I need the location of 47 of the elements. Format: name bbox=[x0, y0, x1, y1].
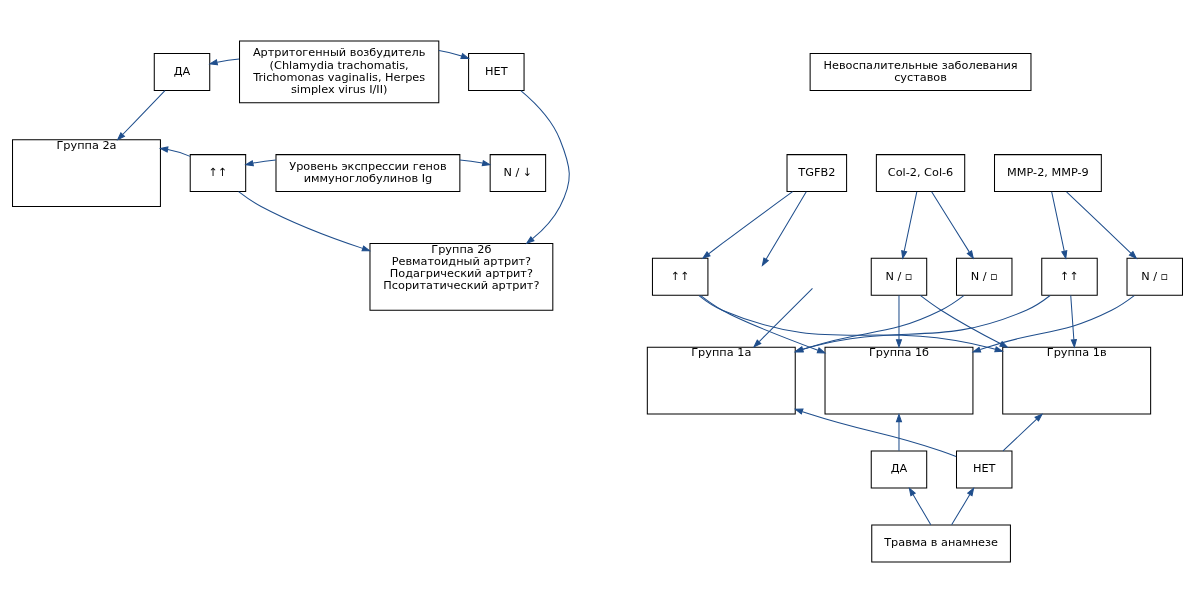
arrow bbox=[701, 191, 794, 260]
arrow bbox=[761, 191, 807, 267]
node-box: ДА bbox=[870, 450, 928, 489]
node-box: N / ▫ bbox=[956, 257, 1013, 296]
node-box: N / ↓ bbox=[489, 154, 547, 193]
arrow bbox=[244, 159, 277, 167]
arrow bbox=[459, 159, 492, 167]
node-box: Группа 1в bbox=[1002, 346, 1152, 415]
node-box: N / ▫ bbox=[870, 257, 928, 296]
arrow bbox=[1066, 191, 1138, 260]
arrow bbox=[520, 90, 570, 245]
arrow bbox=[1070, 295, 1078, 349]
arrow bbox=[116, 90, 166, 141]
arrow bbox=[1002, 413, 1044, 452]
node-box: Травма в анамнезе bbox=[871, 524, 1011, 563]
node-box: N / ▫ bbox=[1126, 257, 1183, 296]
arrow bbox=[919, 294, 1009, 348]
node-box: Артритогенный возбудитель (Chlamydia trachomatis, Trichomonas vaginalis, Herpes simplex virus I/II) bbox=[239, 40, 440, 104]
node-box: ↑↑ bbox=[189, 154, 247, 193]
node-box: Группа 2а bbox=[12, 139, 161, 207]
arrow bbox=[752, 287, 813, 348]
arrow bbox=[438, 49, 470, 59]
arrow bbox=[901, 191, 918, 260]
node-box: НЕТ bbox=[956, 450, 1013, 489]
node-box: Col-2, Col-6 bbox=[875, 154, 966, 193]
node-box: Группа 2б Ревматоидный артрит? Подагрический артрит? Псоритатический артрит? bbox=[369, 242, 554, 311]
node-box: Уровень экспрессии генов иммуноглобулинов Ig bbox=[275, 154, 461, 193]
node-box: Невоспалительные заболевания суставов bbox=[809, 52, 1032, 91]
node-box: ДА bbox=[153, 52, 211, 91]
node-box: MMP-2, MMP-9 bbox=[994, 154, 1102, 193]
node-box: НЕТ bbox=[468, 52, 525, 91]
node-box: Группа 1б bbox=[824, 346, 974, 415]
node-box: ↑↑ bbox=[1041, 257, 1098, 296]
node-box: Группа 1а bbox=[646, 346, 796, 415]
node-box: TGFB2 bbox=[786, 154, 848, 193]
arrow bbox=[208, 58, 240, 66]
arrow bbox=[908, 486, 932, 526]
arrow bbox=[158, 146, 191, 157]
arrow bbox=[971, 295, 1135, 353]
arrow bbox=[931, 191, 975, 260]
arrow bbox=[238, 191, 372, 252]
arrow bbox=[1051, 191, 1068, 260]
node-box: ↑↑ bbox=[651, 257, 709, 296]
arrow bbox=[793, 408, 957, 457]
arrow bbox=[951, 486, 975, 526]
arrow bbox=[895, 412, 903, 452]
arrow bbox=[895, 295, 903, 349]
